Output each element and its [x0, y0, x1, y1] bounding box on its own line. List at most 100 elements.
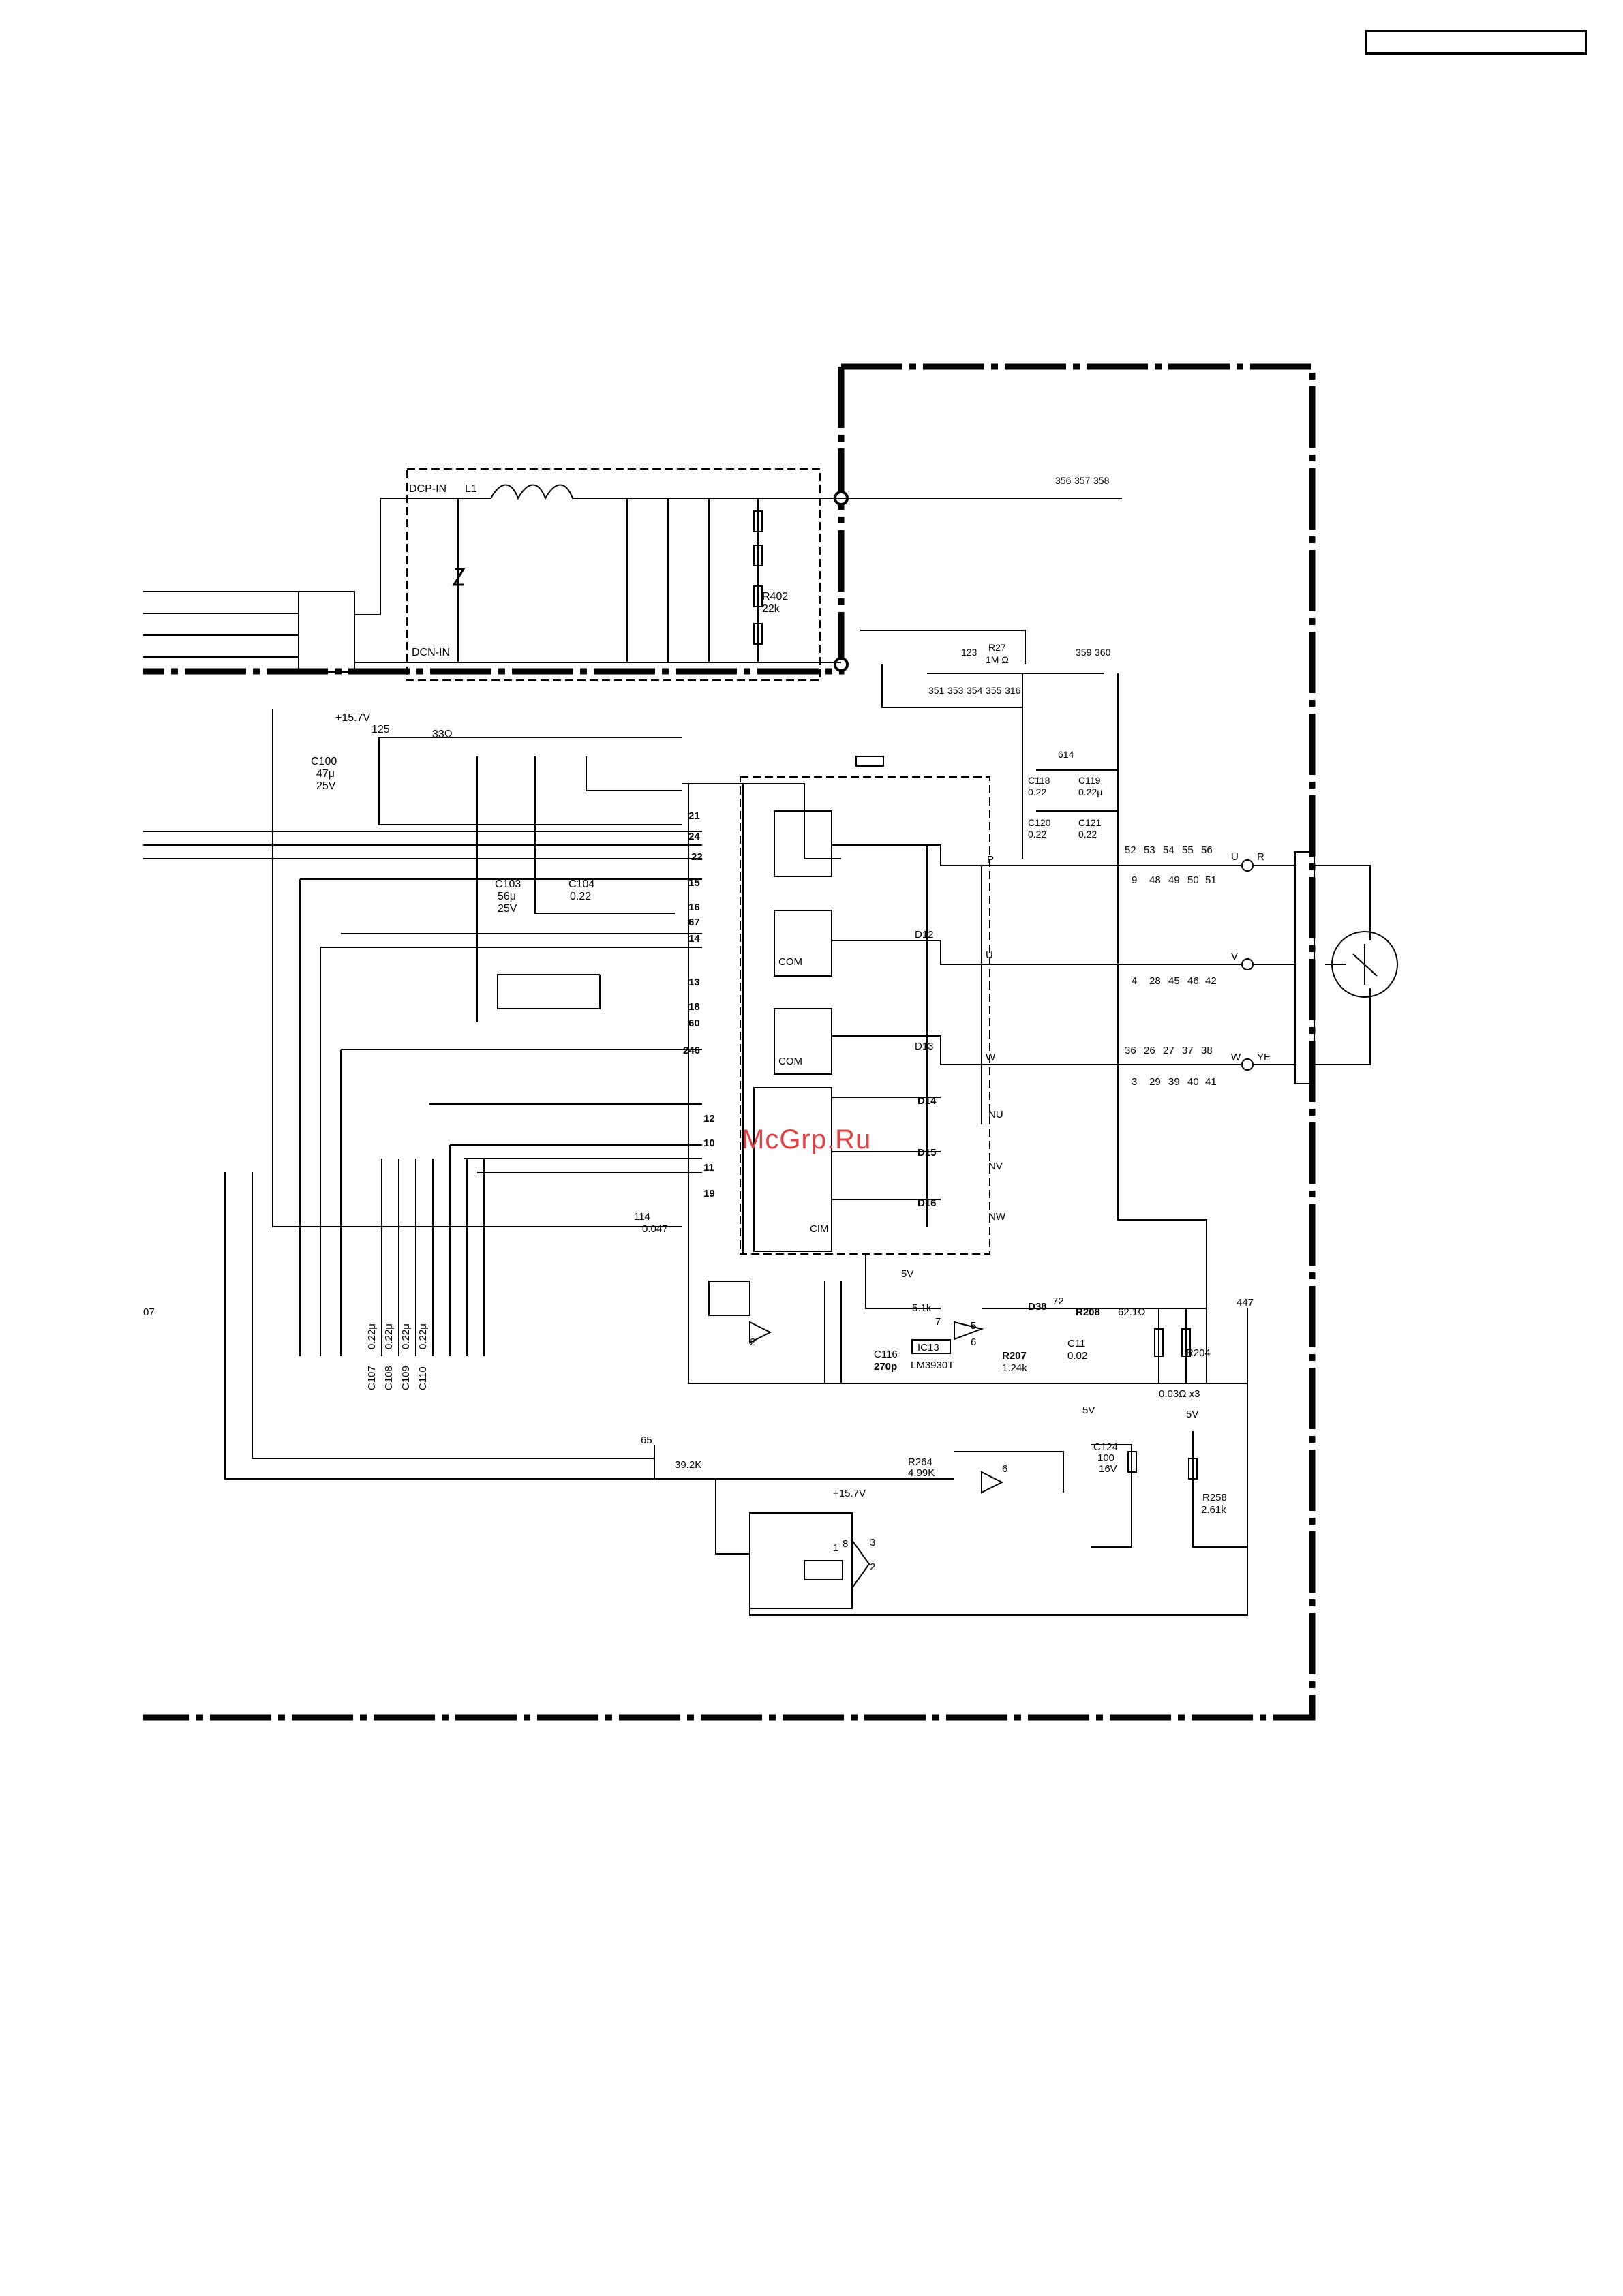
svg-text:0.22μ: 0.22μ: [1078, 786, 1102, 797]
svg-text:+15.7V: +15.7V: [335, 712, 370, 724]
ipm-labels: COM COM CIM P U W NU NV NW D12 D13 D14 D…: [778, 854, 1006, 1235]
svg-text:R208: R208: [1076, 1306, 1100, 1318]
current-sense: [688, 1063, 1248, 1384]
svg-text:270p: 270p: [874, 1361, 897, 1373]
output-labels: 52 53 54 55 56 9 48 49 50 51 4 28 45 46 …: [1125, 844, 1271, 1088]
svg-text:R402: R402: [762, 591, 788, 602]
svg-text:7: 7: [935, 1316, 941, 1328]
page-reference-box: [1365, 30, 1587, 55]
svg-text:14: 14: [688, 933, 700, 945]
svg-text:55: 55: [1182, 844, 1194, 856]
svg-text:U: U: [1231, 851, 1239, 863]
svg-text:R: R: [1257, 851, 1264, 863]
svg-text:125: 125: [371, 724, 390, 735]
svg-text:YE: YE: [1257, 1052, 1271, 1063]
svg-text:351: 351: [928, 685, 945, 696]
svg-text:246: 246: [683, 1045, 700, 1056]
svg-text:36: 36: [1125, 1045, 1136, 1056]
svg-text:9: 9: [1132, 874, 1137, 886]
svg-text:D16: D16: [917, 1197, 937, 1209]
svg-text:359: 359: [1076, 647, 1092, 658]
svg-text:42: 42: [1205, 975, 1217, 987]
svg-text:65: 65: [641, 1435, 652, 1446]
svg-text:37: 37: [1182, 1045, 1194, 1056]
svg-text:6: 6: [971, 1336, 976, 1348]
svg-text:07: 07: [143, 1306, 155, 1318]
svg-text:0.22: 0.22: [570, 891, 591, 902]
svg-text:W: W: [1231, 1052, 1241, 1063]
svg-text:C104: C104: [568, 878, 594, 890]
svg-text:4.99K: 4.99K: [908, 1467, 935, 1479]
svg-text:38: 38: [1201, 1045, 1213, 1056]
svg-text:5.1k: 5.1k: [912, 1302, 932, 1314]
svg-text:33Ω: 33Ω: [432, 729, 453, 740]
svg-text:447: 447: [1237, 1297, 1254, 1308]
svg-text:COM: COM: [778, 1056, 802, 1067]
svg-text:48: 48: [1149, 874, 1161, 886]
svg-text:R258: R258: [1202, 1492, 1227, 1503]
svg-text:C118: C118: [1028, 775, 1050, 786]
svg-text:0.22μ: 0.22μ: [366, 1323, 378, 1349]
svg-text:29: 29: [1149, 1076, 1161, 1088]
upper-bus: [841, 498, 1207, 1308]
svg-text:R207: R207: [1002, 1350, 1027, 1362]
svg-text:COM: COM: [778, 956, 802, 968]
svg-text:P: P: [987, 854, 994, 866]
svg-text:D13: D13: [915, 1041, 934, 1052]
svg-text:0.047: 0.047: [642, 1223, 668, 1235]
svg-text:10: 10: [703, 1137, 715, 1149]
svg-text:28: 28: [1149, 975, 1161, 987]
svg-text:DCN-IN: DCN-IN: [412, 647, 450, 658]
svg-text:114: 114: [634, 1211, 650, 1223]
svg-text:19: 19: [703, 1188, 715, 1199]
testpoint-labels-top: 356 357 358 123 359 360 R27 1M Ω 351 353…: [928, 475, 1111, 840]
svg-text:5V: 5V: [901, 1268, 913, 1280]
motor-output: [1009, 851, 1398, 1084]
ipm-module: [740, 756, 1241, 1255]
svg-text:354: 354: [967, 685, 983, 696]
svg-text:45: 45: [1168, 975, 1180, 987]
svg-text:0.22: 0.22: [1028, 829, 1046, 840]
svg-text:1M Ω: 1M Ω: [986, 654, 1009, 665]
svg-text:2.61k: 2.61k: [1201, 1504, 1226, 1516]
svg-text:356: 356: [1055, 475, 1072, 486]
svg-text:16: 16: [688, 902, 700, 913]
svg-text:360: 360: [1095, 647, 1111, 658]
svg-text:C108: C108: [383, 1366, 395, 1390]
svg-text:51: 51: [1205, 874, 1217, 886]
svg-text:123: 123: [961, 647, 977, 658]
svg-text:C116: C116: [874, 1349, 898, 1360]
svg-text:C109: C109: [400, 1366, 412, 1390]
svg-text:316: 316: [1005, 685, 1021, 696]
svg-text:2: 2: [870, 1561, 875, 1573]
svg-text:C121: C121: [1078, 817, 1102, 828]
svg-text:L1: L1: [465, 483, 477, 495]
svg-text:0.22: 0.22: [1028, 786, 1046, 797]
svg-text:11: 11: [703, 1162, 714, 1174]
svg-text:LM3930T: LM3930T: [911, 1360, 954, 1371]
bottom-amplifier: [654, 1383, 1248, 1616]
svg-text:0.22μ: 0.22μ: [400, 1323, 412, 1349]
svg-text:52: 52: [1125, 844, 1136, 856]
gate-testpoints: 21 24 22 15 16 67 14 13 18 60 246 12 10 …: [683, 810, 715, 1199]
svg-text:60: 60: [688, 1017, 700, 1029]
supply-labels: +15.7V 125 33Ω C100 47μ 25V C103 56μ 25V…: [311, 712, 594, 915]
svg-text:357: 357: [1074, 475, 1091, 486]
svg-text:5V: 5V: [1082, 1405, 1095, 1416]
svg-text:16V: 16V: [1099, 1463, 1117, 1475]
svg-text:50: 50: [1187, 874, 1199, 886]
svg-text:R204: R204: [1186, 1347, 1211, 1359]
svg-text:5: 5: [971, 1320, 976, 1332]
svg-text:56μ: 56μ: [498, 891, 516, 902]
svg-text:40: 40: [1187, 1076, 1199, 1088]
svg-text:NW: NW: [988, 1211, 1006, 1223]
svg-text:0.02: 0.02: [1067, 1350, 1087, 1362]
svg-text:3: 3: [870, 1537, 875, 1548]
svg-text:53: 53: [1144, 844, 1155, 856]
svg-text:26: 26: [1144, 1045, 1155, 1056]
svg-text:C103: C103: [495, 878, 521, 890]
svg-text:21: 21: [688, 810, 700, 822]
svg-text:0.22μ: 0.22μ: [417, 1323, 429, 1349]
svg-text:1: 1: [833, 1542, 838, 1554]
